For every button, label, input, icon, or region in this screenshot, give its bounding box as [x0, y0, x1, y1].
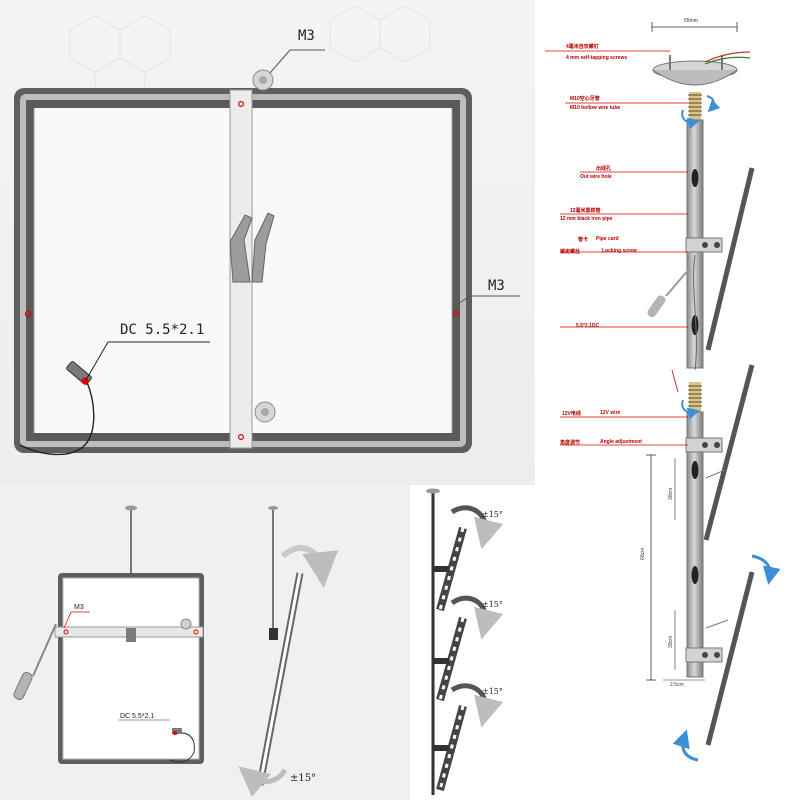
tilt-arrow-top [280, 545, 339, 588]
dc-jack-marker [81, 377, 89, 385]
top-dim-label: 55mm [684, 18, 698, 24]
callout-lock-en: Locking screw [602, 248, 637, 254]
dc-cable [19, 341, 210, 456]
bottom-screw [254, 401, 276, 423]
dc-connector-label: DC 5.5*2.1 [120, 322, 205, 338]
callout-tube-en: M10 hollow wire tube [570, 105, 621, 111]
stack-angle-label-1: ±15° [482, 510, 503, 519]
stack-panel-3 [433, 683, 504, 792]
stack-angle-label-3: ±15° [482, 687, 503, 696]
small-m3-label: M3 [74, 604, 84, 611]
small-dc-label: DC 5.5*2.1 [120, 713, 155, 720]
callout-hole-cn: 出线孔 [596, 166, 612, 172]
main-frame-diagram [0, 0, 535, 485]
callout-lock-cn: 锁定螺丝 [560, 249, 581, 255]
cable-mount-diagram [545, 22, 781, 762]
callout-wire-cn: 12V电线 [562, 411, 581, 417]
callout-card-cn: 管卡 [578, 237, 589, 243]
bracket-hook [229, 214, 253, 283]
tilt-side-view [238, 506, 339, 798]
dim-label-offset: 2.5cm [670, 682, 684, 688]
callout-screws-cn: 4毫米自攻螺钉 [566, 44, 599, 50]
dim-label-lower: 30cm [668, 635, 674, 648]
stack-panel-1 [433, 505, 504, 612]
top-screw [252, 49, 291, 91]
tilt-arrow-bottom [238, 766, 288, 798]
top-m3-label: M3 [298, 28, 315, 44]
side-tilt-angle-label: ±15° [290, 773, 317, 784]
callout-pipe-en: 12 mm black iron pipe [560, 216, 613, 222]
tilt-stack-view [426, 488, 504, 795]
rotate-arrow-icon [681, 109, 700, 130]
stack-panel-2 [433, 595, 504, 702]
callout-wire-en: 12V wire [600, 410, 621, 416]
small-frame-diagram [0, 485, 410, 800]
callout-hole-en: Out wire hole [580, 174, 612, 180]
callout-pipe-cn: 12毫米黑铁管 [570, 208, 601, 214]
callout-card-en: Pipe card [596, 236, 619, 242]
callout-screws-en: 4 mm self-tapping screws [566, 55, 628, 61]
callout-angle-en: Angle adjustment [600, 439, 642, 445]
callout-dc: 5.5*2.1DC [576, 323, 600, 329]
right-m3-label: M3 [488, 278, 505, 294]
left-mount-hole [24, 310, 32, 318]
callout-angle-cn: 角度调节 [560, 440, 581, 446]
right-mount-hole [452, 310, 460, 318]
dim-label-upper: 30cm [668, 487, 674, 500]
callout-tube-cn: M10空心牙管 [570, 96, 600, 102]
screwdriver-icon [13, 623, 57, 700]
dim-label-total: 60cm [640, 547, 646, 560]
stack-angle-label-2: ±15° [482, 600, 503, 609]
